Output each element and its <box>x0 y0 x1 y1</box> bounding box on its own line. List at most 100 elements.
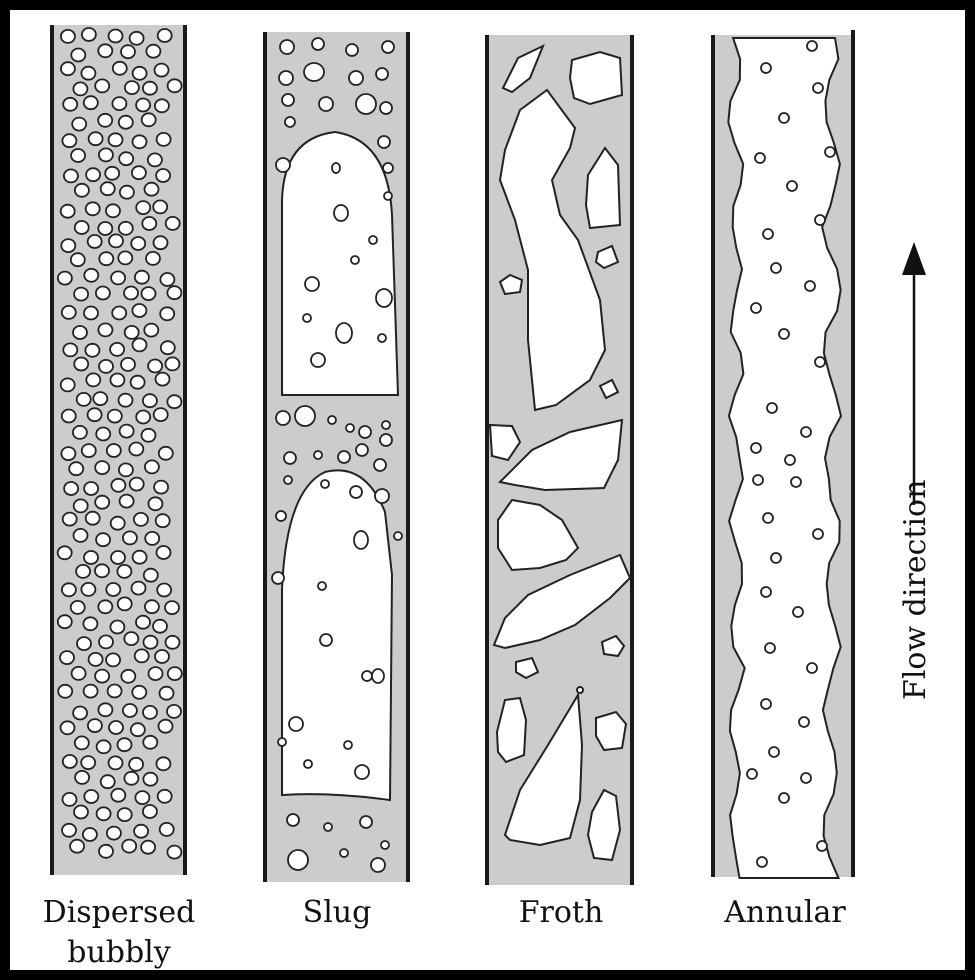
bubble <box>120 495 134 508</box>
bubble <box>376 68 388 80</box>
bubble <box>332 163 340 173</box>
bubble <box>124 287 138 300</box>
panel-labels: Dispersed bubbly Slug Froth Annular <box>43 895 847 970</box>
droplet <box>793 607 803 617</box>
bubble <box>74 529 88 542</box>
bubble <box>95 496 109 509</box>
label-froth: Froth <box>519 895 604 930</box>
bubble <box>132 304 146 317</box>
bubble <box>73 82 87 95</box>
bubble <box>324 823 332 831</box>
bubble <box>84 790 98 803</box>
bubble <box>99 252 113 265</box>
bubble <box>382 421 390 429</box>
bubble <box>74 358 88 371</box>
bubble <box>344 741 352 749</box>
bubble <box>278 738 286 746</box>
bubble <box>61 62 75 75</box>
label-annular: Annular <box>723 895 846 930</box>
bubble <box>98 323 112 336</box>
bubble <box>160 823 174 836</box>
bubble <box>305 277 319 291</box>
bubble <box>81 756 95 769</box>
gas-pocket <box>596 712 626 750</box>
droplet <box>787 181 797 191</box>
bubble <box>117 565 131 578</box>
bubble <box>75 736 89 749</box>
bubble <box>64 482 78 495</box>
bubble <box>63 755 77 768</box>
droplet <box>757 857 767 867</box>
bubble <box>374 459 386 471</box>
bubble <box>157 133 171 146</box>
bubble <box>351 256 359 264</box>
bubble <box>276 158 290 172</box>
bubble <box>121 358 135 371</box>
bubble <box>89 132 103 145</box>
bubble <box>287 814 299 826</box>
bubble <box>73 707 87 720</box>
bubble <box>62 306 76 319</box>
bubble <box>135 649 149 662</box>
bubble <box>334 205 348 221</box>
droplet <box>771 553 781 563</box>
bubble <box>106 204 120 217</box>
bubble <box>340 849 348 857</box>
bubble <box>119 463 133 476</box>
bubble <box>145 460 159 473</box>
bubble <box>136 616 150 629</box>
bubble <box>72 118 86 131</box>
bubble <box>146 252 160 265</box>
bubble <box>328 416 336 424</box>
bubble <box>168 79 182 92</box>
bubble <box>131 237 145 250</box>
droplet <box>755 153 765 163</box>
bubble <box>384 192 392 200</box>
bubble <box>372 669 384 683</box>
bubble <box>88 719 102 732</box>
bubble <box>280 40 294 54</box>
bubble <box>58 272 72 285</box>
bubble <box>71 49 85 62</box>
bubble <box>83 617 97 630</box>
bubble <box>119 152 133 165</box>
bubble <box>81 583 95 596</box>
bubble <box>124 772 138 785</box>
bubble <box>98 222 112 235</box>
bubble <box>96 533 110 546</box>
pipe-slug <box>265 32 408 882</box>
bubble <box>349 71 363 85</box>
bubble <box>346 44 358 56</box>
droplet <box>761 699 771 709</box>
bubble <box>107 827 121 840</box>
bubble <box>125 81 139 94</box>
bubble <box>98 703 112 716</box>
droplet <box>779 113 789 123</box>
droplet <box>807 663 817 673</box>
bubble <box>93 392 107 405</box>
bubble <box>376 289 392 307</box>
bubble <box>84 551 98 564</box>
bubble <box>122 840 136 853</box>
bubble <box>143 805 157 818</box>
droplet <box>763 229 773 239</box>
bubble <box>84 269 98 282</box>
bubble <box>318 582 326 590</box>
droplet <box>771 263 781 273</box>
bubble <box>86 168 100 181</box>
gas-pocket <box>570 52 622 104</box>
bubble <box>89 653 103 666</box>
bubble <box>144 636 158 649</box>
bubble <box>276 511 286 521</box>
bubble <box>75 184 89 197</box>
bubble <box>158 790 172 803</box>
bubble <box>99 148 113 161</box>
droplet <box>779 329 789 339</box>
bubble <box>58 685 72 698</box>
bubble <box>165 357 179 370</box>
droplet <box>747 769 757 779</box>
bubble <box>73 326 87 339</box>
bubble <box>167 286 181 299</box>
bubble <box>149 667 163 680</box>
bubble <box>88 408 102 421</box>
